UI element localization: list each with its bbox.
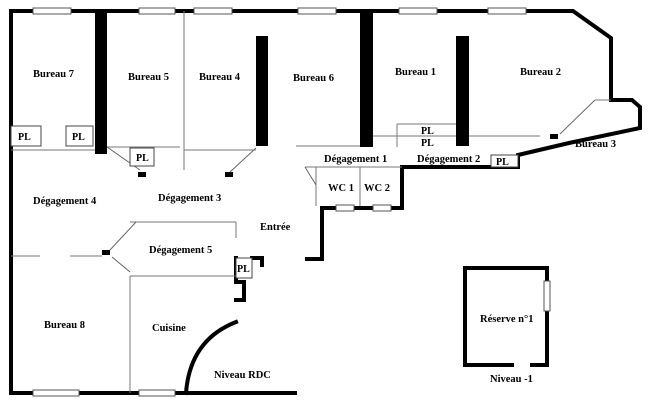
room-label-degagement-3: Dégagement 3 bbox=[158, 193, 221, 204]
pl-label: PL bbox=[18, 132, 31, 143]
level-label-basement: Niveau -1 bbox=[490, 374, 533, 385]
pillar-small-1 bbox=[138, 172, 146, 177]
pl-label: PL bbox=[496, 157, 509, 168]
pillar-small-3 bbox=[102, 250, 110, 255]
entry-wall-stub bbox=[250, 256, 264, 267]
room-label-bureau-6: Bureau 6 bbox=[293, 73, 334, 84]
window bbox=[138, 7, 176, 15]
pl-label: PL bbox=[136, 153, 149, 164]
room-label-bureau-2: Bureau 2 bbox=[520, 67, 561, 78]
pl-label: PL bbox=[421, 138, 434, 149]
window bbox=[335, 204, 355, 212]
window bbox=[398, 7, 438, 15]
window bbox=[32, 7, 72, 15]
pillar-small-4 bbox=[550, 134, 558, 139]
reserve-walls bbox=[463, 266, 549, 367]
room-label-wc-2: WC 2 bbox=[364, 183, 390, 194]
pillar-small-2 bbox=[225, 172, 233, 177]
room-label-bureau-8: Bureau 8 bbox=[44, 320, 85, 331]
pl-label: PL bbox=[421, 126, 434, 137]
room-labels: Bureau 7 Bureau 5 Bureau 4 Bureau 6 Bure… bbox=[33, 67, 616, 334]
room-label-bureau-5: Bureau 5 bbox=[128, 72, 169, 83]
room-label-bureau-1: Bureau 1 bbox=[395, 67, 436, 78]
room-label-bureau-7: Bureau 7 bbox=[33, 69, 74, 80]
room-label-cuisine: Cuisine bbox=[152, 323, 186, 334]
pillar-bureau7-5 bbox=[95, 11, 107, 154]
doors bbox=[106, 99, 596, 273]
window bbox=[138, 389, 176, 397]
pl-label: PL bbox=[72, 132, 85, 143]
window bbox=[32, 389, 80, 397]
room-label-degagement-2: Dégagement 2 bbox=[417, 154, 480, 165]
windows bbox=[32, 7, 551, 397]
pl-boxes bbox=[10, 125, 519, 279]
partitions bbox=[11, 11, 611, 393]
pl-label: PL bbox=[237, 264, 250, 275]
window bbox=[193, 7, 233, 15]
room-label-degagement-5: Dégagement 5 bbox=[149, 245, 212, 256]
room-label-degagement-1: Dégagement 1 bbox=[324, 154, 387, 165]
curved-entry-wall bbox=[183, 319, 239, 396]
window bbox=[543, 280, 551, 312]
level-label-main: Niveau RDC bbox=[214, 370, 271, 381]
pillars bbox=[95, 11, 558, 255]
room-label-bureau-4: Bureau 4 bbox=[199, 72, 241, 83]
room-label-bureau-3: Bureau 3 bbox=[575, 139, 616, 150]
pillar-bureau6-1 bbox=[360, 11, 373, 147]
room-label-entree: Entrée bbox=[260, 222, 291, 233]
window bbox=[372, 204, 392, 212]
pillar-bureau4-6 bbox=[256, 36, 268, 146]
room-label-degagement-4: Dégagement 4 bbox=[33, 196, 97, 207]
pillar-bureau1-2 bbox=[456, 36, 469, 146]
room-label-wc-1: WC 1 bbox=[328, 183, 354, 194]
window bbox=[297, 7, 337, 15]
window bbox=[487, 7, 527, 15]
room-label-reserve: Réserve n°1 bbox=[480, 314, 533, 325]
pl-labels: PL PL PL PL PL PL PL bbox=[18, 126, 509, 275]
